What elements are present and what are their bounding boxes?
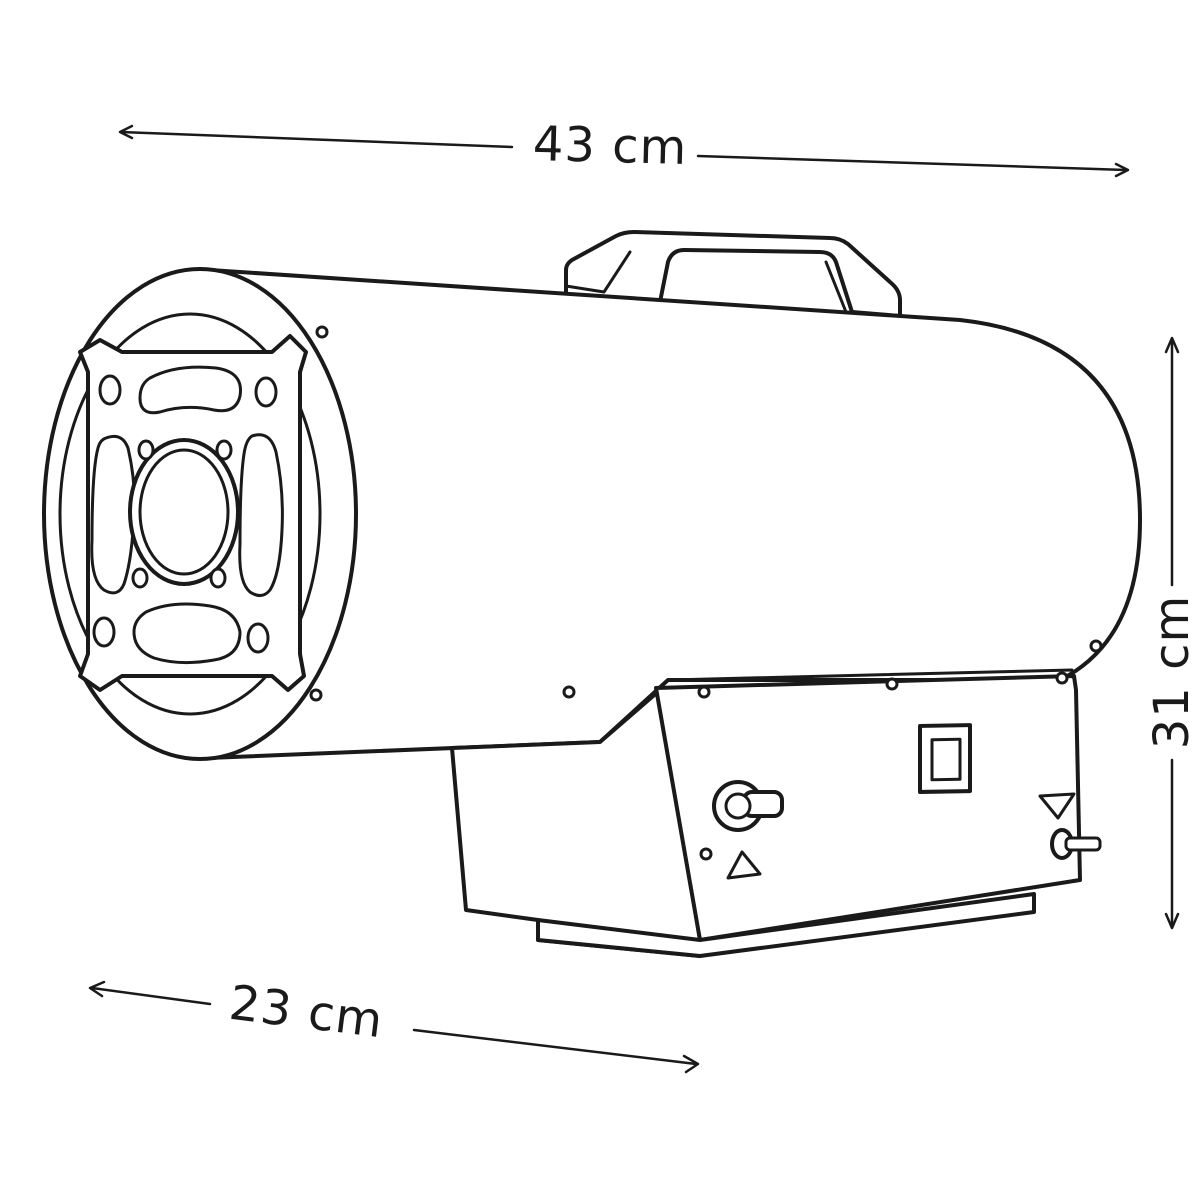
grille-screw: [209, 567, 227, 589]
handle: [564, 230, 902, 318]
front-grille: [42, 267, 358, 761]
dimension-width-line-right: [412, 1028, 698, 1066]
grille-center-opening: [128, 438, 240, 586]
grille-screw: [215, 439, 233, 461]
rivet: [885, 677, 899, 691]
rivet: [562, 685, 576, 699]
grille-slot-left: [90, 434, 136, 595]
dimension-width-arrow-right-icon: [682, 1054, 700, 1074]
control-box-top-lip: [668, 668, 1078, 690]
handle-inner-left-edge: [564, 250, 632, 294]
rivet: [697, 685, 711, 699]
rivet: [315, 325, 329, 339]
rivet: [1089, 639, 1103, 653]
grille-hole-top-left: [98, 374, 122, 406]
dimension-height-arrow-top-icon: [1164, 336, 1180, 354]
handle-inner-right-edge: [824, 260, 848, 314]
dimension-length: 43 cm: [118, 116, 1130, 178]
grille-hole-bottom-right: [246, 622, 270, 654]
dimension-width-line-left: [90, 986, 212, 1006]
dimension-length-label: 43 cm: [532, 116, 688, 176]
control-box-front: [654, 674, 1082, 942]
dimension-height-arrow-bottom-icon: [1164, 912, 1180, 930]
cylinder-body: [206, 268, 1142, 760]
dimension-length-arrow-right-icon: [1114, 162, 1130, 178]
grille-slot-bottom: [132, 602, 242, 665]
control-knob[interactable]: [712, 780, 784, 832]
grille-screw: [131, 567, 149, 589]
grille-hole-bottom-left: [92, 616, 116, 648]
dimension-width-label: 23 cm: [226, 975, 386, 1049]
power-switch-rocker: [930, 737, 962, 782]
grille-screw: [137, 439, 155, 461]
dimension-length-line-left: [120, 130, 514, 149]
warning-triangle-icon: [1038, 792, 1076, 820]
dimension-length-arrow-left-icon: [118, 124, 134, 140]
dimension-height-label: 31 cm: [1144, 595, 1200, 749]
grille-hole-top-right: [254, 376, 278, 408]
grille-slot-top: [138, 365, 242, 415]
rivet: [1055, 671, 1069, 685]
ignition-button-lever: [1064, 836, 1102, 852]
warning-triangle-icon: [726, 850, 762, 880]
grille-center-inner: [138, 448, 230, 576]
control-box: [450, 668, 1102, 958]
grille-slot-right: [238, 433, 284, 597]
rivet: [309, 688, 323, 702]
handle-outer: [564, 230, 902, 318]
control-box-skid: [536, 892, 1036, 958]
front-rim-inner: [58, 312, 322, 716]
dimension-width: 23 cm: [88, 975, 700, 1074]
control-knob-cap: [724, 792, 752, 820]
rivet: [699, 847, 713, 861]
cylinder-shell: [206, 268, 1142, 760]
dimension-height: 31 cm: [1144, 336, 1200, 930]
dimension-width-arrow-left-icon: [88, 980, 106, 998]
power-switch[interactable]: [918, 723, 972, 794]
dimension-length-line-right: [696, 154, 1128, 172]
ignition-button[interactable]: [1050, 828, 1102, 860]
